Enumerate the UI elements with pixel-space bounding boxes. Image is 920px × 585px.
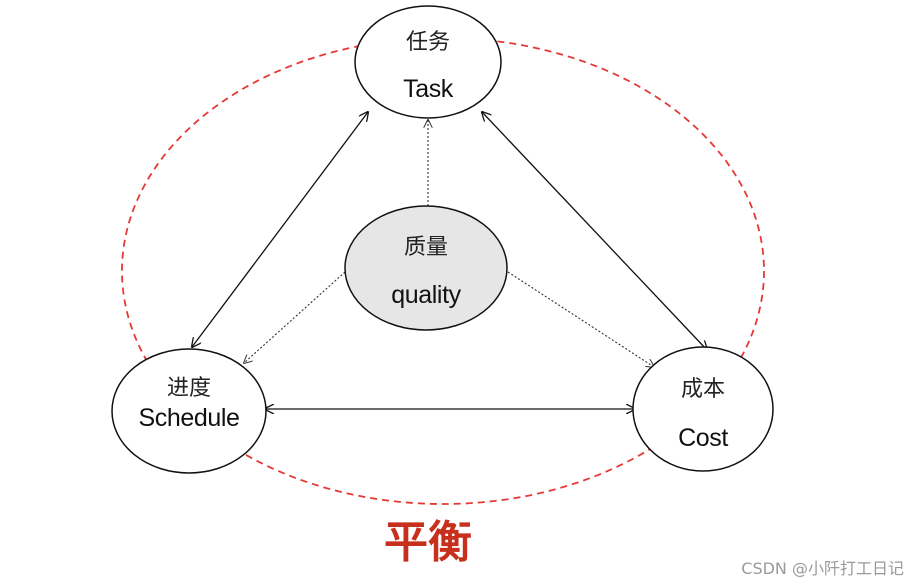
node-schedule-cn: 进度 (167, 376, 211, 401)
node-task-en: Task (403, 75, 454, 103)
node-quality-cn: 质量 (404, 235, 448, 260)
node-task-shape (354, 5, 502, 119)
balance-label: 平衡 (384, 517, 472, 568)
edge-quality-schedule (244, 271, 346, 363)
edge-quality-cost (507, 271, 654, 367)
node-cost-cn: 成本 (681, 377, 725, 402)
node-quality-shape (344, 205, 508, 331)
edge-task-schedule (192, 112, 368, 347)
watermark-text: CSDN @小阡打工日记 (741, 559, 904, 578)
node-schedule-shape (111, 348, 267, 474)
node-schedule-en: Schedule (138, 404, 239, 432)
node-cost-shape (632, 346, 774, 472)
node-task-cn: 任务 (406, 30, 450, 55)
edge-task-cost (482, 112, 707, 350)
node-task: 任务 Task (354, 5, 502, 119)
node-quality: 质量 quality (344, 205, 508, 331)
node-cost-en: Cost (678, 424, 728, 452)
node-cost: 成本 Cost (632, 346, 774, 472)
node-schedule: 进度 Schedule (111, 348, 267, 474)
node-quality-en: quality (391, 281, 461, 309)
